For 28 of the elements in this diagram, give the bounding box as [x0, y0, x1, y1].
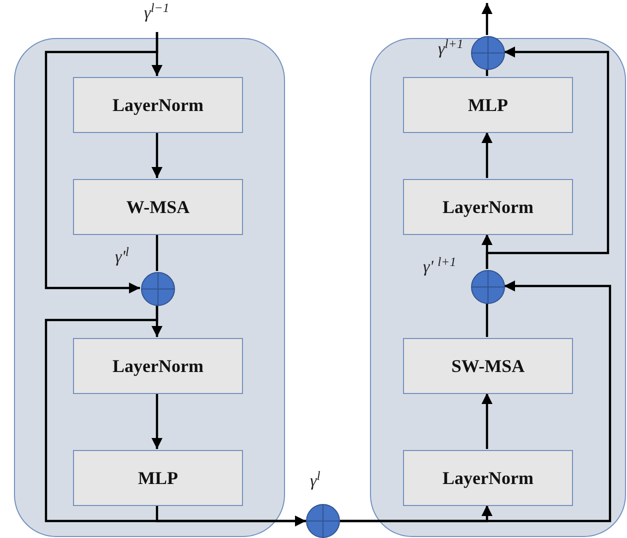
variable-label: γ' $^{l+1}$: [423, 258, 456, 275]
block-panel: [370, 38, 626, 537]
process-box: W-MSA: [73, 179, 243, 235]
process-box: MLP: [73, 450, 243, 506]
variable-label: γ$^{l−1}$: [144, 4, 170, 21]
process-box: MLP: [403, 77, 573, 133]
arrow: [44, 32, 158, 294]
sum-circle: [141, 272, 175, 306]
process-box: LayerNorm: [403, 179, 573, 235]
variable-label: γ$^{l+1}$: [438, 40, 464, 57]
arrow: [340, 280, 612, 522]
variable-label: γ'$^{l}$: [115, 248, 129, 265]
process-box: LayerNorm: [403, 450, 573, 506]
sum-circle: [471, 270, 505, 304]
arrow: [486, 46, 610, 269]
arrow: [482, 393, 492, 449]
arrow: [482, 132, 492, 178]
variable-label: γ$^{l}$: [310, 472, 320, 489]
block-panel: [14, 38, 285, 537]
process-box: LayerNorm: [73, 77, 243, 133]
arrow: [44, 305, 306, 526]
arrow: [482, 3, 492, 35]
sum-circle: [471, 36, 505, 70]
arrow: [152, 132, 162, 178]
process-box: LayerNorm: [73, 338, 243, 394]
sum-circle: [306, 504, 340, 538]
process-box: SW-MSA: [403, 338, 573, 394]
arrow: [152, 393, 162, 449]
